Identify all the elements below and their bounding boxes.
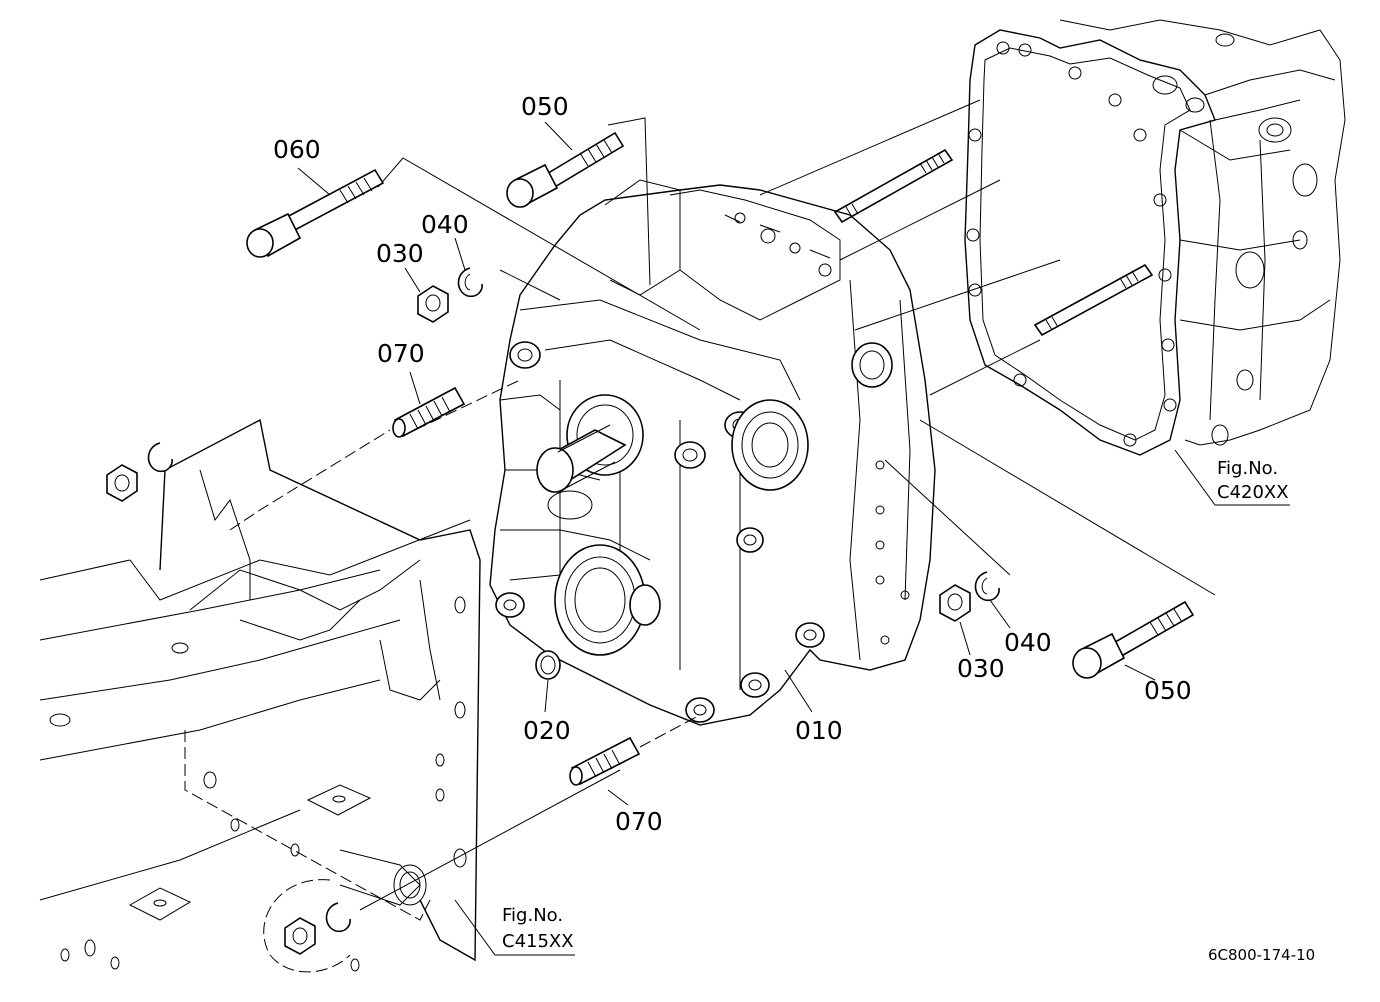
part-label-030-upper: 030 <box>376 239 424 268</box>
nut-030-upper[interactable] <box>417 285 449 323</box>
part-label-070-lower: 070 <box>615 807 663 836</box>
assembly-lines <box>229 99 1216 911</box>
part-label-030-lower: 030 <box>957 654 1005 683</box>
washer-040-upper[interactable] <box>457 267 483 298</box>
fig-ref-c420-line1[interactable]: Fig.No. <box>1217 458 1278 479</box>
nut-030-lower[interactable] <box>939 584 971 622</box>
part-label-060: 060 <box>273 135 321 164</box>
part-label-050-lower: 050 <box>1144 676 1192 705</box>
drawing-code: 6C800-174-10 <box>1208 946 1315 964</box>
stud-070-lower[interactable] <box>569 736 641 786</box>
front-frame-drawing <box>39 418 575 973</box>
housing-stud-lower <box>1033 263 1154 337</box>
center-case-drawing <box>489 179 936 726</box>
housing-stud-upper <box>833 148 954 224</box>
nut-left-upper <box>106 442 173 502</box>
bolt-060[interactable] <box>246 168 385 258</box>
nut-left-lower <box>284 902 351 955</box>
washer-040-lower[interactable] <box>974 571 1000 602</box>
part-label-020: 020 <box>523 716 571 745</box>
bolt-050-upper[interactable] <box>506 131 625 208</box>
bolt-050-lower[interactable] <box>1072 600 1195 679</box>
part-label-040-lower: 040 <box>1004 628 1052 657</box>
part-label-040-upper: 040 <box>421 210 469 239</box>
fig-ref-c415-line2[interactable]: C415XX <box>502 931 574 952</box>
part-label-050-upper: 050 <box>521 92 569 121</box>
part-label-070-upper: 070 <box>377 339 425 368</box>
rear-housing-drawing <box>833 19 1346 506</box>
seal-020[interactable] <box>535 650 561 680</box>
part-label-010: 010 <box>795 716 843 745</box>
stud-070-upper[interactable] <box>392 386 466 438</box>
label-leaders <box>297 121 1156 806</box>
fig-ref-c415-line1[interactable]: Fig.No. <box>502 905 563 926</box>
fig-ref-c420-line2[interactable]: C420XX <box>1217 482 1289 503</box>
